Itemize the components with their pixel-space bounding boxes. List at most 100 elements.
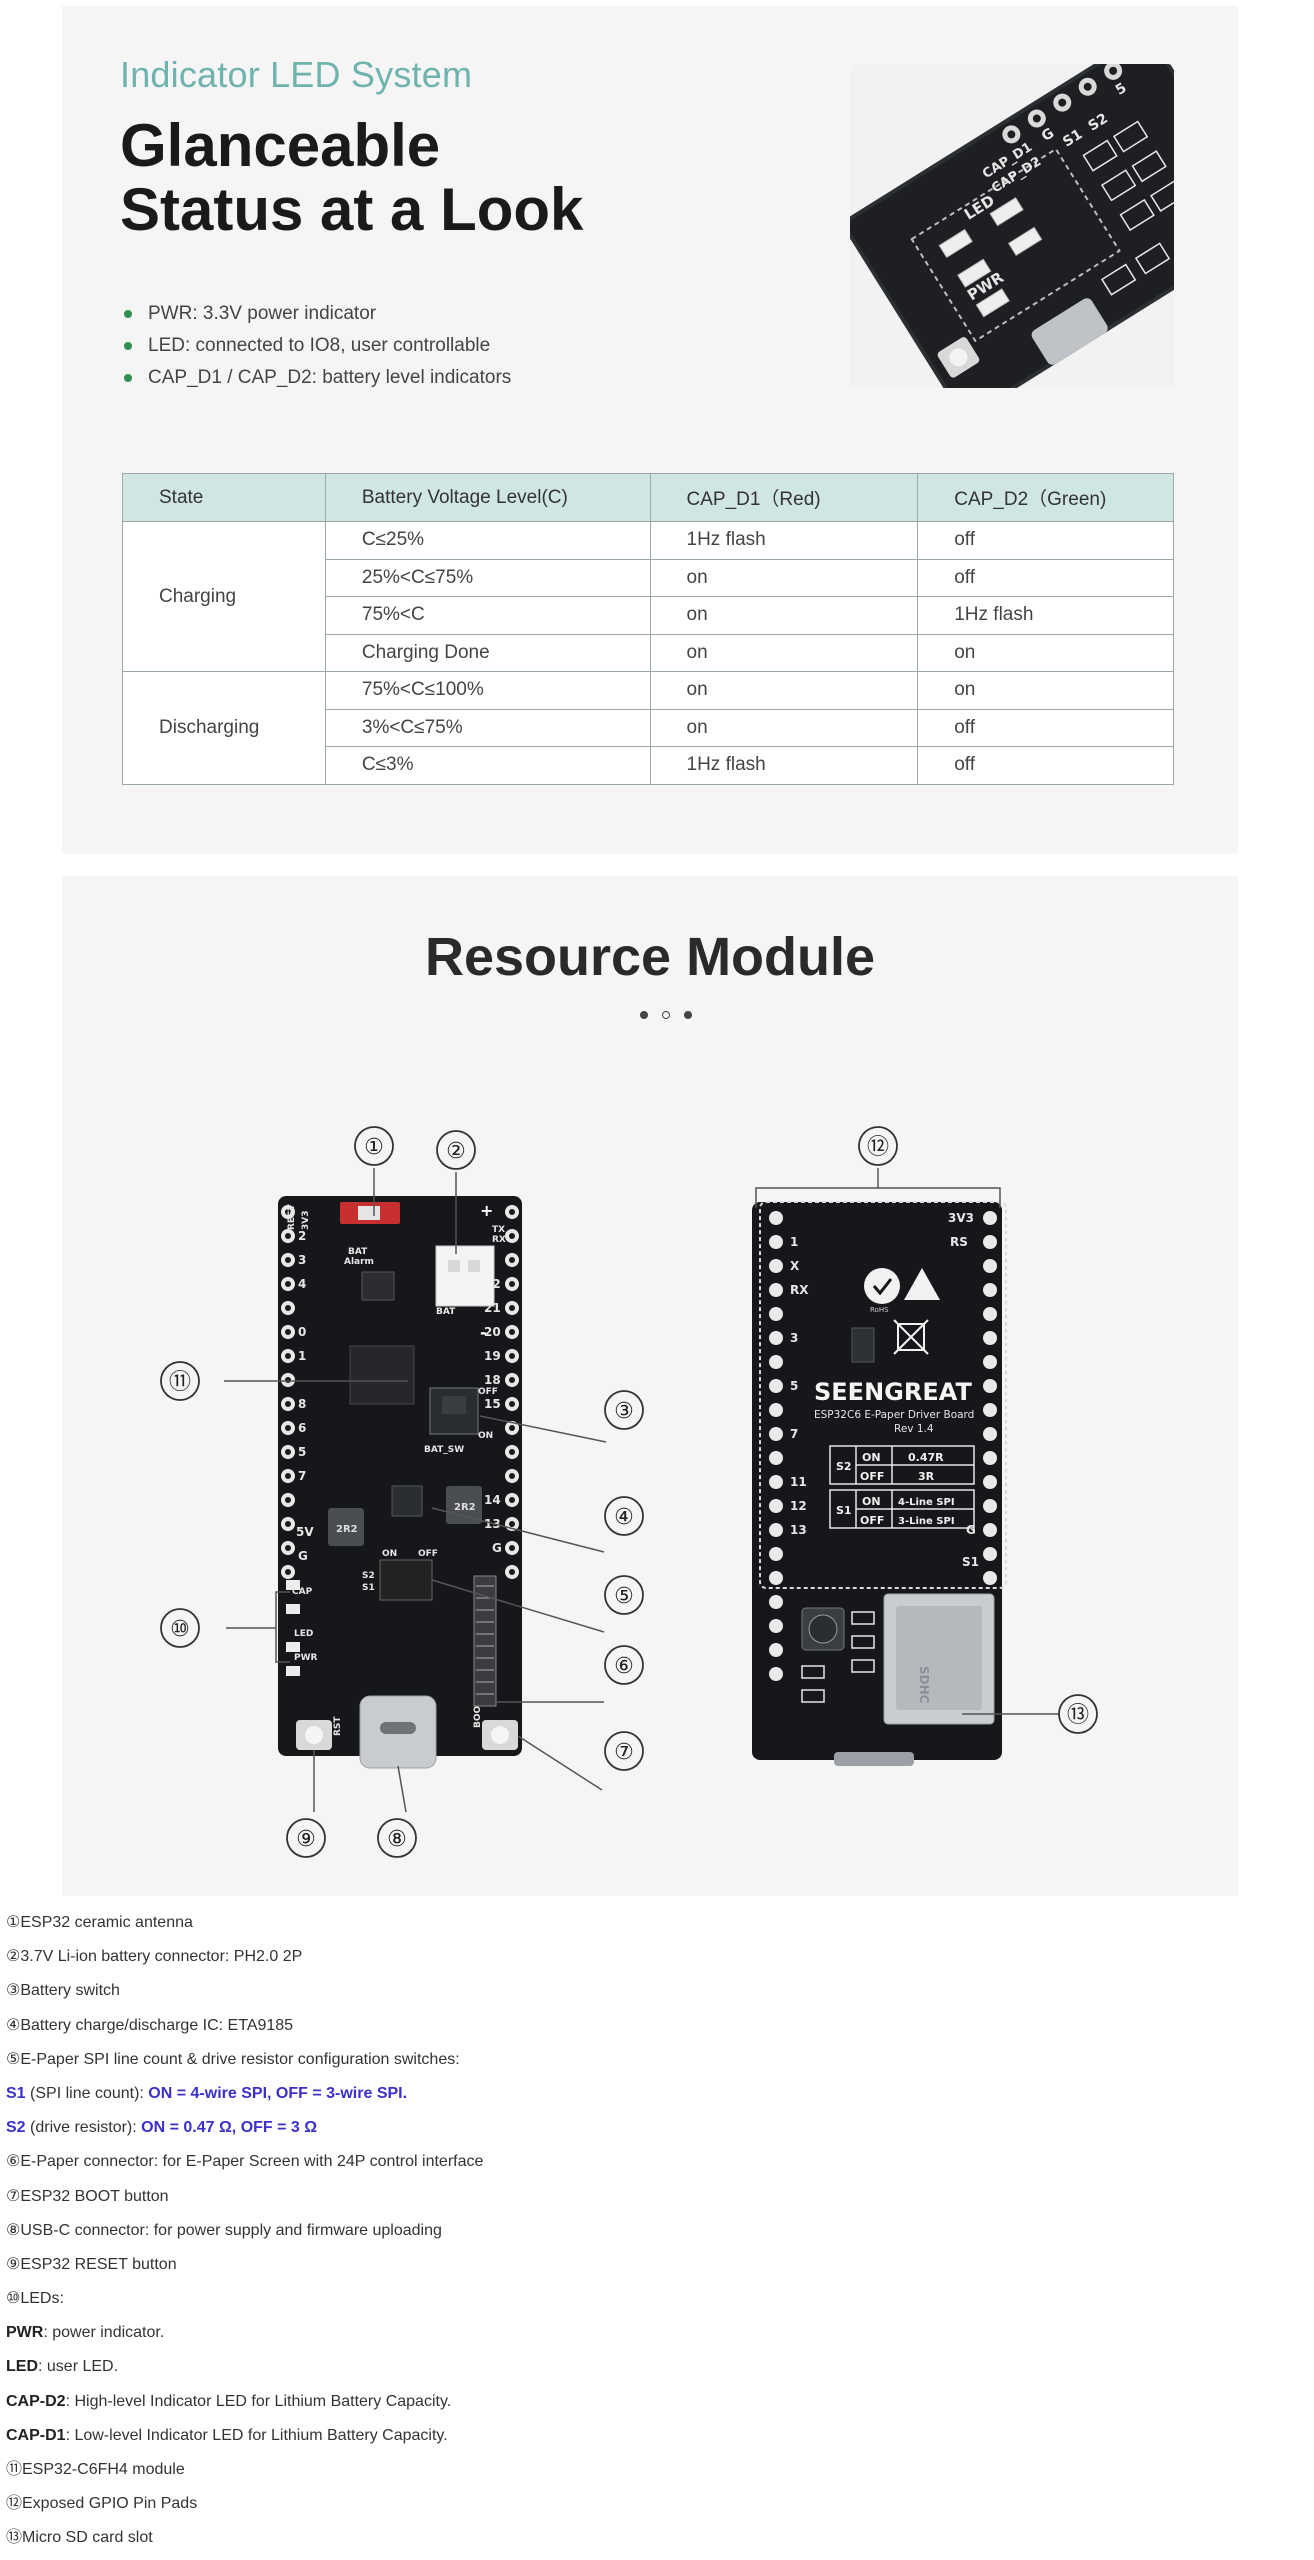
front-pin-label: 0 [298,1325,306,1339]
header-cap-d1: CAP_D1（Red) [649,473,919,522]
carousel-dots [640,1006,706,1024]
note-item: ④Battery charge/discharge IC: ETA9185 [6,2016,294,2034]
led-closeup-photo: LED PWR CAP_D1 CAP_D2 S1 S2 G 5 [850,64,1174,388]
back-s1-off-value: 3-Line SPI [898,1516,955,1527]
note-item: ③Battery switch [6,1982,120,2000]
table-cell: C≤25% [324,521,651,560]
table-cell: 1Hz flash [649,746,919,785]
note-item: ⑨ESP32 RESET button [6,2255,177,2273]
back-pin-label: 11 [790,1475,807,1489]
note-item: ⑫Exposed GPIO Pin Pads [6,2495,198,2513]
note-item: ⑬Micro SD card slot [6,2529,153,2547]
note-s2: S2 (drive resistor): ON = 0.47 Ω, OFF = … [6,2119,318,2137]
esd-warning-icon [904,1268,940,1300]
front-led-label: LED [294,1629,313,1639]
led-closeup-image: LED PWR CAP_D1 CAP_D2 S1 S2 G 5 [850,64,1174,388]
callout-7: ⑦ [614,1740,634,1765]
front-bat-connector-label: BAT [436,1307,456,1317]
back-g-label: G [966,1523,976,1537]
table-cell: on [649,708,919,747]
front-5v-label: 5V [296,1525,314,1539]
back-brand-label: SEENGREAT [814,1378,972,1406]
front-boot-label: BOOT [473,1699,483,1728]
front-off-label: OFF [478,1387,498,1397]
header-battery-voltage: Battery Voltage Level(C) [324,473,651,522]
front-s2-label: S2 [362,1571,375,1581]
resource-module-title: Resource Module [424,927,876,987]
callout-10: ⑩ [170,1617,190,1642]
note-cap-d2: CAP-D2: High-level Indicator LED for Lit… [6,2392,452,2410]
front-tx-label: TX [492,1225,505,1235]
front-on-label: ON [382,1549,397,1559]
indicator-led-section: Indicator LED System Glanceable Status a… [62,6,1238,854]
front-pin-label: 7 [298,1469,306,1483]
table-header-row: State Battery Voltage Level(C) CAP_D1（Re… [122,473,1174,522]
front-pin-label: 18 [484,1373,501,1387]
back-pin-label: X [790,1259,800,1273]
back-pin-label: 5 [790,1379,798,1393]
carousel-dot-1[interactable] [640,1011,648,1019]
front-pin-label: 15 [484,1397,501,1411]
front-inductor-label: 2R2 [454,1502,476,1513]
back-pin-label: 12 [790,1499,807,1513]
bullet-dot-icon [124,310,132,318]
back-pin-label: 13 [790,1523,807,1537]
front-minus-label: - [480,1323,487,1342]
note-item: ⑥E-Paper connector: for E-Paper Screen w… [6,2153,484,2171]
carousel-dot-3[interactable] [684,1011,692,1019]
front-bat-sw-label: BAT_SW [424,1445,464,1455]
note-item: ⑧USB-C connector: for power supply and f… [6,2221,442,2239]
callout-4: ④ [614,1505,634,1530]
note-item: ⑩LEDs: [6,2290,64,2308]
front-pin-label: 20 [484,1325,501,1339]
front-pin-label: 4 [298,1277,306,1291]
headline-line-1: Glanceable [120,112,441,179]
battery-led-state-table: State Battery Voltage Level(C) CAP_D1（Re… [122,473,1174,785]
resource-module-section: Resource Module [62,876,1238,1896]
module-notes: ①ESP32 ceramic antenna ②3.7V Li-ion batt… [6,1906,1206,2556]
header-state: State [122,473,326,522]
table-cell: Charging Done [324,633,651,672]
callout-11: ⑪ [169,1370,191,1395]
front-board: 2 3 4 0 1 8 6 5 7 5V G 22 21 20 19 18 15… [278,1196,522,1769]
table-row: Discharging 75%<C≤100% on on [122,671,1174,785]
header-cap-d2: CAP_D2（Green) [917,473,1174,522]
feature-item: PWR: 3.3V power indicator [124,298,511,330]
table-cell: 1Hz flash [649,521,919,560]
back-s2-off-value: 3R [918,1470,935,1483]
front-off-label: OFF [418,1549,438,1559]
state-cell-discharging: Discharging [122,671,326,785]
table-cell: off [917,521,1174,560]
back-rx-label: RX [790,1283,809,1297]
carousel-dot-2[interactable] [662,1011,670,1019]
table-row: 3%<C≤75% on off [123,708,1174,747]
front-rest-label: REST [287,1203,297,1230]
table-cell: 25%<C≤75% [324,558,651,597]
note-item: ⑪ESP32-C6FH4 module [6,2461,185,2478]
note-item: ⑤E-Paper SPI line count & drive resistor… [6,2050,460,2068]
callout-9: ⑨ [296,1827,316,1852]
front-pin-label: 14 [484,1493,501,1507]
feature-item: CAP_D1 / CAP_D2: battery level indicator… [124,362,511,394]
table-cell: on [917,671,1174,710]
back-s2-on: ON [862,1451,881,1464]
table-cell: 75%<C [324,596,651,635]
front-bat-label: BAT [348,1247,368,1257]
table-row: Charging Done on on [123,633,1174,672]
front-pin-label: 3 [298,1253,306,1267]
callout-12: ⑫ [867,1135,889,1160]
front-pin-label: 2 [298,1229,306,1243]
front-rx-label: RX [492,1235,506,1245]
front-3v3-label: 3V3 [301,1211,311,1231]
back-s1-on-value: 4-Line SPI [898,1497,955,1508]
feature-item: LED: connected to IO8, user controllable [124,330,511,362]
headline-line-2: Status at a Look [120,176,584,243]
back-s2-off: OFF [860,1470,884,1483]
callout-2: ② [446,1139,466,1164]
back-pin-label: 7 [790,1427,798,1441]
table-cell: off [917,746,1174,785]
weee-bin-icon [897,1323,925,1351]
back-board-name: ESP32C6 E-Paper Driver Board [814,1409,974,1421]
table-cell: 1Hz flash [917,596,1174,635]
callout-8: ⑧ [387,1827,407,1852]
